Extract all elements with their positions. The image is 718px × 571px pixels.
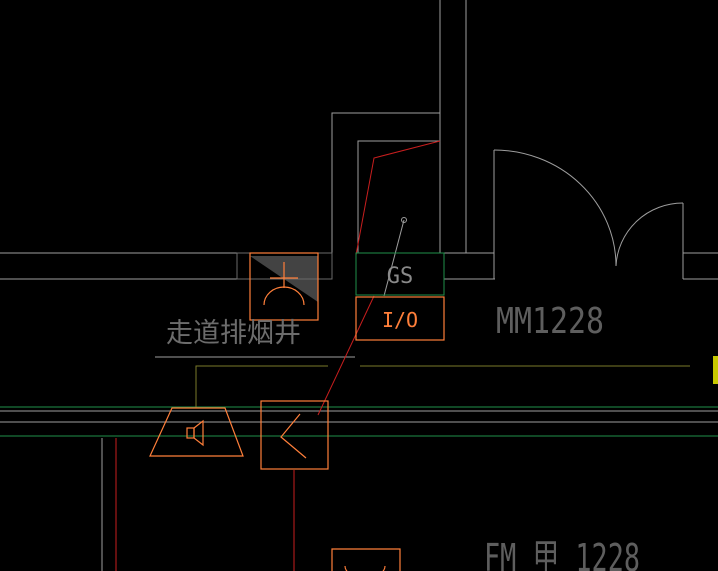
- shaft-label: 走道排烟井: [166, 318, 301, 349]
- io-module-label: I/O: [382, 308, 418, 332]
- speaker-icon[interactable]: [149, 407, 244, 457]
- conduit-lines: [195, 365, 690, 408]
- cable-lines: [115, 140, 441, 571]
- highlight-marker: [713, 356, 718, 384]
- gas-sensor-label: GS: [387, 264, 414, 289]
- fire-alarm-icon[interactable]: [260, 400, 329, 470]
- door-label-fm1228: FM 甲 1228: [484, 536, 640, 571]
- pipe-lines: [0, 406, 718, 437]
- gas-sensor-icon[interactable]: GS: [355, 252, 445, 296]
- io-module-icon[interactable]: I/O: [355, 296, 445, 341]
- door-label-mm1228: MM1228: [496, 301, 604, 342]
- smoke-exhaust-valve-icon[interactable]: [249, 252, 319, 321]
- partial-device-icon[interactable]: [331, 548, 401, 571]
- sensor-leader: [383, 217, 407, 297]
